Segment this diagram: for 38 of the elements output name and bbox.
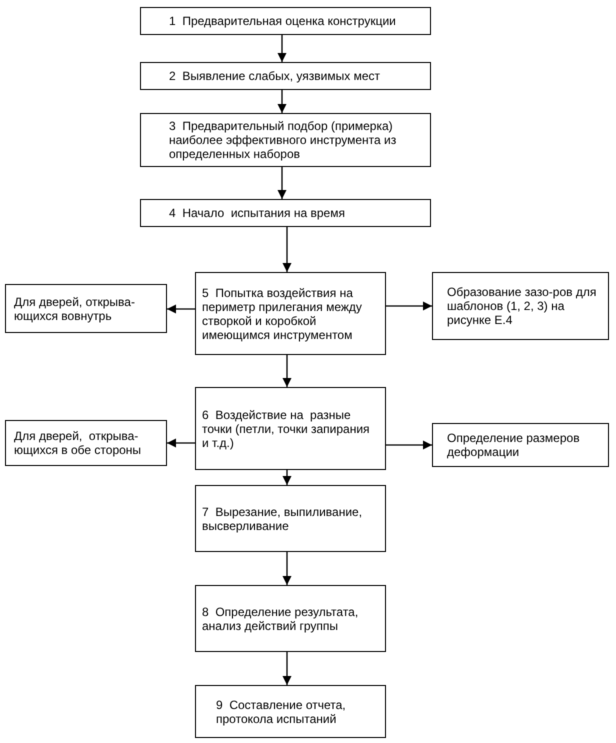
box-text: Для дверей, открыва-ющихся вовнутрь: [14, 294, 136, 322]
box-text: 4 Начало испытания на время: [169, 206, 345, 220]
process-box: [195, 585, 386, 652]
process-box: [195, 685, 386, 738]
box-text: 7 Вырезание, выпиливание, высверливание: [202, 504, 364, 532]
process-box: [432, 423, 609, 467]
arrow: [386, 440, 432, 450]
arrow: [167, 438, 195, 448]
process-box: [195, 387, 386, 470]
process-box: [195, 272, 386, 355]
box-text: Образование зазо-ров для шаблонов (1, 2, 3) на рисунке Е.4: [447, 285, 598, 327]
box-text: 6 Воздействие на разные точки (петли, точки запирания и т.д.): [202, 408, 371, 450]
arrow: [386, 302, 432, 310]
process-box: [140, 7, 431, 35]
process-box: [140, 199, 431, 227]
box-text: Определение размеров деформации: [447, 431, 581, 459]
process-box: [195, 485, 386, 552]
box-text: 5 Попытка воздействия на периметр прилегания между створкой и коробкой имеющимся инструментом: [202, 286, 363, 342]
process-box: [5, 284, 167, 333]
box-text: 8 Определение результата, анализ действий группы: [202, 604, 360, 632]
arrow: [278, 167, 286, 199]
process-box: [5, 420, 167, 466]
box-text: 2 Выявление слабых, уязвимых мест: [169, 69, 380, 83]
process-box: [140, 113, 431, 167]
arrow: [282, 355, 292, 387]
arrow: [167, 304, 195, 314]
box-text: 1 Предварительная оценка конструкции: [169, 14, 396, 28]
process-box: [432, 272, 609, 340]
arrow: [282, 470, 292, 485]
process-box: [140, 62, 431, 90]
box-text: Для дверей, открыва-ющихся в обе стороны: [14, 429, 142, 457]
arrow: [282, 227, 292, 272]
box-text: 9 Составление отчета, протокола испытаний: [216, 698, 347, 726]
box-text: 3 Предварительный подбор (примерка) наиболее эффективного инструмента из определенных наборов: [169, 119, 398, 161]
arrow: [278, 35, 286, 62]
arrow: [278, 90, 286, 113]
arrow: [282, 552, 292, 585]
arrow: [282, 652, 292, 685]
